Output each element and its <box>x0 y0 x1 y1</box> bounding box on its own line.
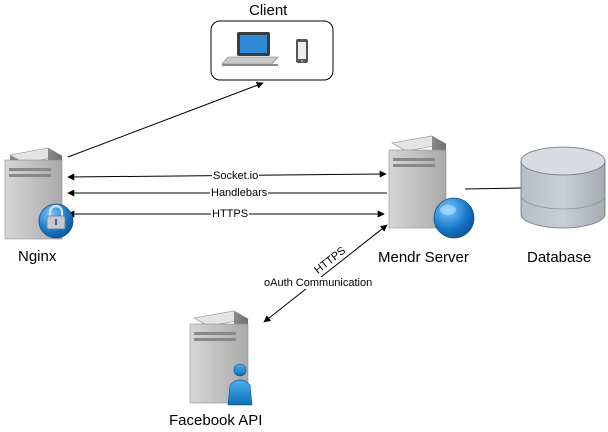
edge-label-socketio: Socket.io <box>212 170 260 182</box>
nginx-node <box>4 147 74 240</box>
edge-label-facebook-https: HTTPS <box>312 245 348 277</box>
edge-label-handlebars: Handlebars <box>210 187 269 199</box>
client-label: Client <box>249 2 288 19</box>
facebook-api-node <box>189 310 253 406</box>
edge-label-oauth: oAuth Communication <box>263 277 374 289</box>
database-label: Database <box>527 249 592 266</box>
nginx-label: Nginx <box>18 248 57 265</box>
globe-icon <box>433 197 475 239</box>
edge-server-facebook <box>263 224 388 323</box>
smartphone-icon <box>296 39 308 63</box>
database-node <box>520 146 606 229</box>
edge-label-https: HTTPS <box>211 208 250 220</box>
facebook-api-label: Facebook API <box>169 412 263 429</box>
mendr-server-label: Mendr Server <box>378 249 469 266</box>
connections <box>67 81 522 323</box>
edge-server-database <box>464 187 522 190</box>
mendr-server-node <box>388 135 475 239</box>
user-icon <box>227 363 253 406</box>
lock-icon <box>38 203 74 239</box>
client-node <box>210 20 334 81</box>
laptop-icon <box>221 32 279 66</box>
edge-nginx-client <box>67 81 264 158</box>
